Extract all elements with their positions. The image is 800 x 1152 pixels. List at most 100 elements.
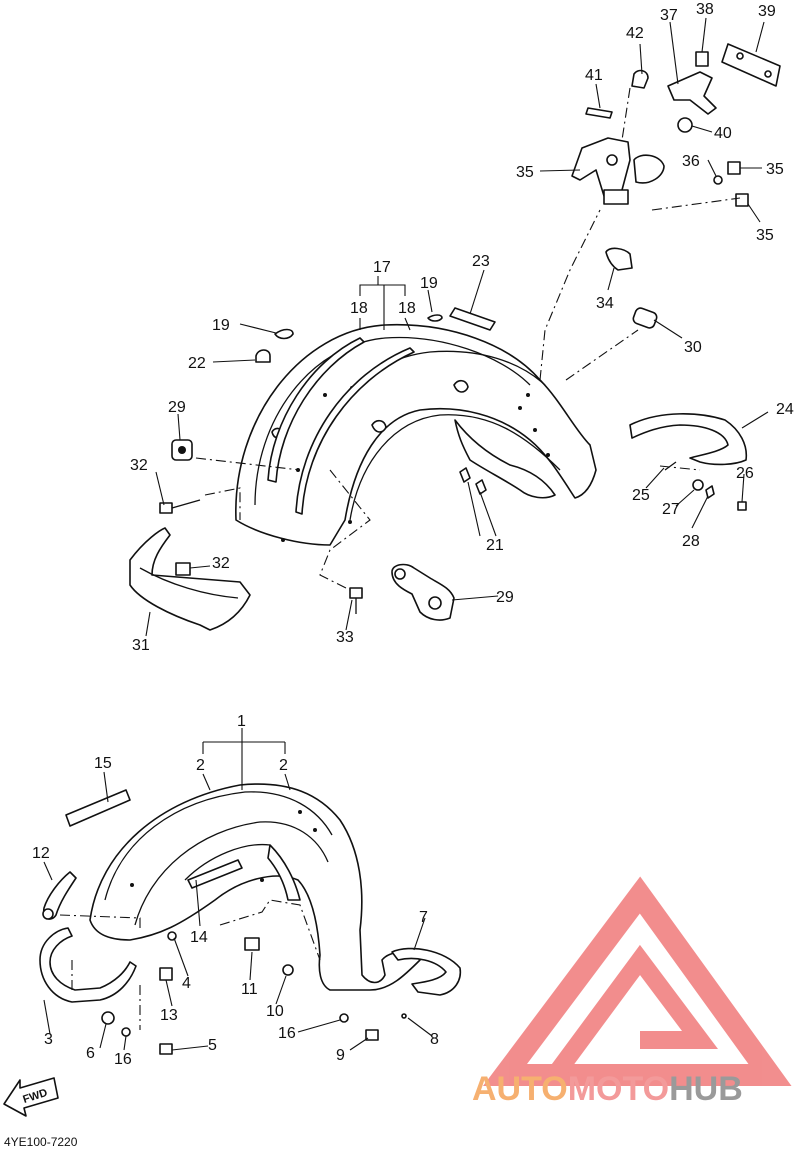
callout-21: 22 <box>188 355 206 372</box>
callout-22: 23 <box>472 253 490 270</box>
callout-13: 13 <box>160 1007 178 1024</box>
washer-16-left <box>121 1027 131 1037</box>
callout-16-left: 16 <box>114 1051 132 1068</box>
callout-35-top: 35 <box>766 161 784 178</box>
brace-3 <box>39 927 137 1003</box>
callout-41: 41 <box>585 67 603 84</box>
brand-auto: AUTO <box>472 1070 568 1108</box>
cap-42 <box>631 69 649 89</box>
bolt-11 <box>244 937 260 951</box>
callout-8: 8 <box>430 1031 439 1048</box>
callout-18-right: 18 <box>398 300 416 317</box>
reflector-lens <box>633 154 665 184</box>
nut-10 <box>282 964 294 976</box>
callout-7-text: 7 <box>419 909 428 926</box>
bolt-35-bottom <box>735 193 749 207</box>
callout-15: 15 <box>94 755 112 772</box>
callout-20: 21 <box>486 537 504 554</box>
brace-7 <box>391 947 462 996</box>
washer-36 <box>713 175 723 185</box>
callout-29-left: 29 <box>168 399 186 416</box>
callout-38: 38 <box>696 1 714 18</box>
callout-27: 28 <box>682 533 700 550</box>
bolt-32-left <box>159 499 201 514</box>
part-code: 4YE100-7220 <box>4 1135 78 1149</box>
callout-4: 4 <box>182 975 191 992</box>
cap-21 <box>255 349 271 363</box>
callout-24: 25 <box>632 487 650 504</box>
callout-29-right: 30 <box>684 339 702 356</box>
callout-labels: 17 18 18 19 23 19 22 29 32 35 41 42 37 3… <box>32 1 794 1068</box>
pin-8 <box>401 1013 407 1019</box>
callout-9: 9 <box>336 1047 345 1064</box>
callout-23: 24 <box>776 401 794 418</box>
emblem-15 <box>65 789 131 827</box>
callout-2-left: 2 <box>196 757 205 774</box>
callout-42: 42 <box>626 25 644 42</box>
callout-14: 14 <box>190 929 208 946</box>
side-strip-right <box>295 347 415 515</box>
callout-35-bottom: 35 <box>756 227 774 244</box>
callout-28: 29 <box>496 589 514 606</box>
emblem-22 <box>449 307 496 331</box>
callout-17: 17 <box>373 259 391 276</box>
nut-31 <box>175 562 191 576</box>
bolt-38 <box>695 51 709 67</box>
callout-3: 3 <box>44 1031 53 1048</box>
nut-40 <box>677 117 693 133</box>
badge-14 <box>187 859 243 889</box>
bolt-13 <box>159 967 173 981</box>
pad-19-left <box>274 328 294 340</box>
callout-33: 34 <box>596 295 614 312</box>
callout-31: 32 <box>212 555 230 572</box>
leader-lines <box>43 17 769 1051</box>
bolt-32-bottom <box>349 587 363 614</box>
brand-wordmark: AUTOMOTOHUB <box>472 1070 743 1109</box>
callout-19-right: 19 <box>420 275 438 292</box>
callout-11: 11 <box>241 981 258 998</box>
bolt-35-top <box>727 161 741 175</box>
nut-26 <box>692 479 704 491</box>
bolt-5 <box>159 1043 173 1055</box>
callout-34: 35 <box>516 164 534 181</box>
fwd-arrow: FWD <box>3 1077 59 1117</box>
callout-6: 6 <box>86 1045 95 1062</box>
callout-40: 40 <box>714 125 732 142</box>
callout-16-right: 16 <box>278 1025 296 1042</box>
grommet-29-right <box>632 307 658 329</box>
light-bracket-34 <box>571 137 631 205</box>
callout-32-bottom: 33 <box>336 629 354 646</box>
pad-19-right <box>427 314 443 322</box>
brand-hub: HUB <box>669 1070 743 1108</box>
callout-1: 1 <box>237 713 246 730</box>
license-bracket-37 <box>667 71 717 115</box>
brand-moto: MOTO <box>567 1070 670 1108</box>
grommet-33 <box>605 247 633 271</box>
bolt-25 <box>737 501 747 511</box>
stud-20-b <box>475 479 487 495</box>
callout-10: 10 <box>266 1003 284 1020</box>
callout-18-left: 18 <box>350 300 368 317</box>
callout-26: 27 <box>662 501 680 518</box>
rear-fender <box>235 323 597 546</box>
nut-6 <box>101 1011 115 1025</box>
callout-36: 36 <box>682 153 700 170</box>
washer-16-right <box>339 1013 349 1023</box>
callout-25: 26 <box>736 465 754 482</box>
callout-2-right: 2 <box>279 757 288 774</box>
pin-41 <box>585 107 613 119</box>
callout-32-left: 32 <box>130 457 148 474</box>
grab-bar-23 <box>629 413 748 466</box>
automotohub-logo <box>483 876 792 1086</box>
bracket-28 <box>391 563 455 621</box>
bolt-9 <box>365 1029 379 1041</box>
front-fender <box>89 783 421 991</box>
washer-27 <box>705 485 715 499</box>
rear-flap-30 <box>129 527 251 631</box>
callout-12: 12 <box>32 845 50 862</box>
callout-30: 31 <box>132 637 150 654</box>
callout-39: 39 <box>758 3 776 20</box>
stud-20-a <box>459 467 471 483</box>
callout-19-left: 19 <box>212 317 230 334</box>
